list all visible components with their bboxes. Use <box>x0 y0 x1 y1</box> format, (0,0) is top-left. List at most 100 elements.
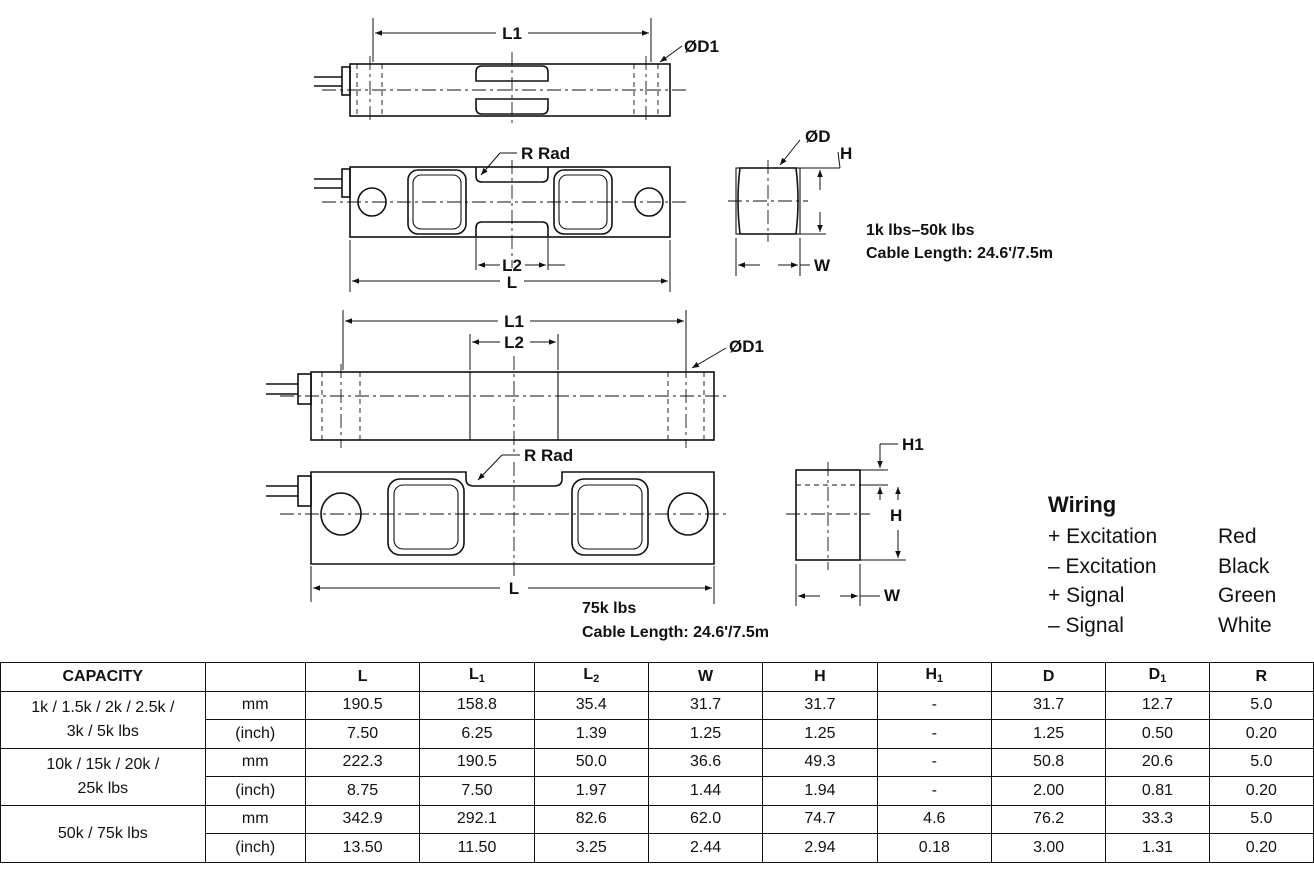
value-cell: 20.6 <box>1105 747 1210 777</box>
value-cell: 0.20 <box>1208 776 1314 806</box>
small-l-label: L <box>507 273 517 292</box>
large-cable-note: Cable Length: 24.6'/7.5m <box>582 624 769 641</box>
value-cell: 292.1 <box>419 804 535 834</box>
unit-cell: mm <box>204 690 306 720</box>
value-cell: 13.50 <box>304 833 421 863</box>
value-cell: 2.94 <box>762 833 878 863</box>
value-cell: 1.94 <box>762 776 878 806</box>
small-cell-top-view <box>314 52 690 126</box>
capacity-cell: 10k / 15k / 20k /25k lbs <box>0 747 206 806</box>
large-h-label: H <box>890 506 902 525</box>
large-r-rad-callout: R Rad <box>477 446 573 481</box>
unit-cell: (inch) <box>204 719 306 749</box>
value-cell: 7.50 <box>304 719 421 749</box>
large-l1-label: L1 <box>504 312 524 331</box>
value-cell: 190.5 <box>419 747 535 777</box>
header-capacity: CAPACITY <box>0 662 206 692</box>
wiring-color: Black <box>1218 554 1270 578</box>
value-cell: 0.81 <box>1105 776 1210 806</box>
small-h-label: H <box>840 144 852 163</box>
header-l2: L2 <box>533 662 649 692</box>
wiring-color: Red <box>1218 525 1257 548</box>
value-cell: 11.50 <box>419 833 535 863</box>
small-l1-dimension: L1 ØD1 <box>372 18 719 63</box>
small-d-label: ØD <box>805 127 831 146</box>
value-cell: 1.44 <box>647 776 764 806</box>
wiring-row: – Signal White <box>1048 611 1314 641</box>
small-cell-side-view <box>314 160 690 268</box>
value-cell: 35.4 <box>533 690 649 720</box>
value-cell: 0.20 <box>1208 719 1314 749</box>
wiring-color: Green <box>1218 584 1277 607</box>
capacity-cell: 1k / 1.5k / 2k / 2.5k /3k / 5k lbs <box>0 690 206 749</box>
wiring-signal: + Excitation <box>1048 525 1158 548</box>
table-header-row: CAPACITY L L1 L2 W H H1 D D1 R <box>0 662 1314 692</box>
value-cell: 33.3 <box>1105 804 1210 834</box>
header-d1: D1 <box>1105 662 1210 692</box>
value-cell: 1.25 <box>647 719 764 749</box>
value-cell: - <box>876 776 992 806</box>
large-h1-label: H1 <box>902 435 924 454</box>
value-cell: 222.3 <box>304 747 421 777</box>
small-r-rad-label: R Rad <box>521 144 570 163</box>
value-cell: 0.50 <box>1105 719 1210 749</box>
small-w-label: W <box>814 256 831 275</box>
small-cable-note: Cable Length: 24.6'/7.5m <box>866 245 1053 262</box>
value-cell: 3.25 <box>533 833 649 863</box>
header-h: H <box>762 662 878 692</box>
header-w: W <box>647 662 764 692</box>
wiring-signal: – Excitation <box>1048 554 1157 578</box>
large-w-label: W <box>884 586 901 605</box>
large-cell-end-view: H1 H W <box>786 435 924 606</box>
header-l: L <box>304 662 421 692</box>
value-cell: 2.00 <box>990 776 1107 806</box>
large-l2-label: L2 <box>504 333 524 352</box>
value-cell: 0.20 <box>1208 833 1314 863</box>
value-cell: 31.7 <box>990 690 1107 720</box>
value-cell: 76.2 <box>990 804 1107 834</box>
value-cell: 158.8 <box>419 690 535 720</box>
large-cell-side-view <box>266 462 726 580</box>
value-cell: 49.3 <box>762 747 878 777</box>
value-cell: 1.31 <box>1105 833 1210 863</box>
wiring-title: Wiring <box>1048 492 1117 517</box>
header-d: D <box>990 662 1107 692</box>
value-cell: 36.6 <box>647 747 764 777</box>
header-h1: H1 <box>876 662 992 692</box>
dimensions-table: CAPACITY L L1 L2 W H H1 D D1 R 1k / 1.5k… <box>0 662 1314 863</box>
value-cell: 0.18 <box>876 833 992 863</box>
value-cell: 5.0 <box>1208 804 1314 834</box>
header-l1: L1 <box>419 662 535 692</box>
wiring-signal: + Signal <box>1048 584 1125 607</box>
small-l2-label: L2 <box>502 256 522 275</box>
wiring-legend: Wiring + Excitation Red – Excitation Bla… <box>1048 492 1314 640</box>
small-l2-l-dimension: L2 L <box>349 238 671 292</box>
value-cell: - <box>876 690 992 720</box>
value-cell: 3.00 <box>990 833 1107 863</box>
large-l-label: L <box>509 579 519 598</box>
value-cell: 8.75 <box>304 776 421 806</box>
large-r-rad-label: R Rad <box>524 446 573 465</box>
large-l1-l2-dimension: L1 L2 ØD1 <box>342 310 764 370</box>
large-range-note: 75k lbs <box>582 600 636 617</box>
value-cell: 190.5 <box>304 690 421 720</box>
value-cell: 1.25 <box>990 719 1107 749</box>
value-cell: 1.97 <box>533 776 649 806</box>
value-cell: 1.25 <box>762 719 878 749</box>
value-cell: 6.25 <box>419 719 535 749</box>
unit-cell: (inch) <box>204 776 306 806</box>
value-cell: 4.6 <box>876 804 992 834</box>
value-cell: 74.7 <box>762 804 878 834</box>
value-cell: 62.0 <box>647 804 764 834</box>
value-cell: 5.0 <box>1208 747 1314 777</box>
small-range-note: 1k lbs–50k lbs <box>866 222 975 239</box>
value-cell: 31.7 <box>762 690 878 720</box>
value-cell: 50.0 <box>533 747 649 777</box>
value-cell: 50.8 <box>990 747 1107 777</box>
value-cell: 31.7 <box>647 690 764 720</box>
value-cell: 342.9 <box>304 804 421 834</box>
value-cell: 1.39 <box>533 719 649 749</box>
small-cell-end-view: H ØD W <box>728 127 852 276</box>
